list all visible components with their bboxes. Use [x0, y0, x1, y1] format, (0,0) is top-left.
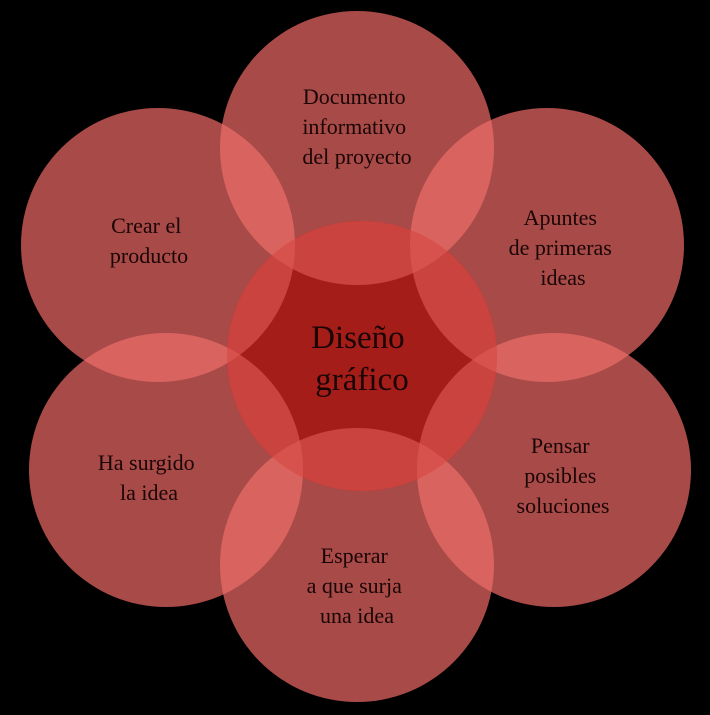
petal-label-crear: Crear el producto — [110, 213, 188, 268]
petal-label-pensar: Pensar posibles soluciones — [517, 433, 610, 518]
overlap-esperar-surgido — [220, 428, 303, 607]
petal-label-esperar: Esperar a que surja una idea — [307, 543, 408, 628]
overlap-pensar-esperar — [417, 428, 494, 607]
petal-label-documento: Documento informativo del proyecto — [302, 84, 411, 169]
center-label: Diseño gráfico — [311, 320, 413, 398]
petal-label-surgido: Ha surgido la idea — [98, 450, 200, 505]
center-overlap-surgido — [227, 333, 303, 491]
center-overlap-pensar — [417, 333, 497, 491]
labels: Documento informativo del proyecto Apunt… — [98, 84, 618, 628]
overlap-highlights — [29, 108, 684, 607]
petal-label-apuntes: Apuntes de primeras ideas — [509, 205, 618, 290]
center-overlap-apuntes — [410, 221, 497, 382]
overlap-documento-apuntes — [410, 108, 494, 285]
overlap-crear-documento — [220, 108, 295, 285]
